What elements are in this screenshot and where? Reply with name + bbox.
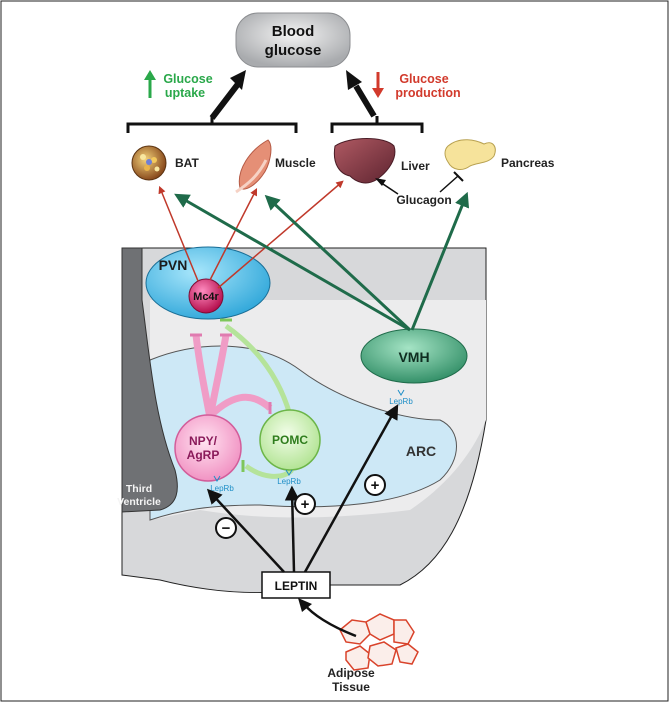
svg-text:+: + bbox=[371, 477, 380, 494]
leptin-arrows bbox=[206, 404, 399, 573]
mc4r-to-muscle-arrow bbox=[209, 187, 258, 281]
pomc-neuron: POMC bbox=[220, 318, 321, 479]
inhibition-bar-icon bbox=[453, 171, 464, 182]
mc4r-output-arrows bbox=[158, 180, 344, 289]
glucose-uptake-annotation: Glucose uptake bbox=[144, 70, 213, 100]
up-arrow-icon bbox=[144, 70, 156, 80]
pancreas-icon bbox=[444, 139, 496, 170]
glucose-production-annotation: Glucose production bbox=[372, 72, 461, 100]
svg-text:+: + bbox=[301, 496, 310, 513]
bat-icon bbox=[131, 145, 167, 181]
mc4r-label: Mc4r bbox=[193, 291, 219, 303]
glucose-production-label-2: production bbox=[395, 86, 460, 100]
glucagon-label: Glucagon bbox=[396, 193, 451, 207]
vmh-leprb-label: LepRb bbox=[389, 397, 413, 406]
bracket-left bbox=[126, 70, 298, 133]
bat-label: BAT bbox=[175, 156, 199, 170]
leptin-to-npy-arrow bbox=[206, 488, 285, 573]
mc4r-to-liver-arrow bbox=[217, 180, 344, 289]
leptin-label: LEPTIN bbox=[275, 579, 318, 593]
liver-label: Liver bbox=[401, 159, 430, 173]
blood-glucose-label-1: Blood bbox=[272, 23, 315, 40]
thick-arrow-icon bbox=[346, 70, 362, 90]
bracket-right bbox=[330, 70, 424, 133]
glucose-production-label-1: Glucose bbox=[399, 72, 448, 86]
leptin-box: LEPTIN bbox=[261, 571, 331, 599]
vmh-label: VMH bbox=[398, 349, 429, 365]
blood-glucose-label-2: glucose bbox=[265, 42, 322, 59]
npy-leprb-label: LepRb bbox=[210, 484, 234, 493]
pomc-leprb-label: LepRb bbox=[277, 477, 301, 486]
npy-label-1: NPY/ bbox=[189, 434, 218, 448]
svg-text:−: − bbox=[222, 520, 231, 537]
liver-icon bbox=[333, 138, 396, 184]
third-ventricle-label-2: Ventricle bbox=[117, 496, 161, 508]
adipose-label-1: Adipose bbox=[327, 666, 375, 680]
npy-agrp-neuron: NPY/ AgRP bbox=[174, 333, 273, 482]
third-ventricle bbox=[121, 247, 178, 513]
mc4r-to-bat-arrow bbox=[158, 185, 199, 282]
glucose-uptake-label-1: Glucose bbox=[163, 72, 212, 86]
muscle-icon bbox=[235, 139, 272, 194]
adipose-tissue-icon bbox=[339, 613, 419, 671]
blood-glucose-node: Blood glucose bbox=[235, 12, 351, 68]
muscle-label: Muscle bbox=[275, 156, 316, 170]
pancreas-inhibition-line bbox=[439, 175, 459, 193]
pvn-label: PVN bbox=[159, 257, 188, 273]
vmh-nucleus: VMH bbox=[360, 328, 468, 384]
arc-label: ARC bbox=[406, 443, 436, 459]
vmh-to-pancreas-arrow bbox=[410, 191, 470, 331]
glucose-uptake-label-2: uptake bbox=[165, 86, 205, 100]
plus-sign-icon: + bbox=[364, 474, 386, 496]
down-arrow-icon bbox=[372, 88, 384, 98]
vmh-output-arrows bbox=[174, 191, 470, 332]
mc4r-neuron: Mc4r bbox=[188, 278, 224, 314]
pancreas-label: Pancreas bbox=[501, 156, 555, 170]
leptin-to-pomc-arrow bbox=[284, 485, 300, 573]
third-ventricle-label-1: Third bbox=[126, 483, 152, 495]
vmh-to-bat-arrow bbox=[174, 193, 411, 332]
leptin-to-vmh-arrow bbox=[303, 404, 399, 573]
vmh-to-muscle-arrow bbox=[264, 194, 412, 332]
npy-label-2: AgRP bbox=[187, 448, 220, 462]
arrowhead-icon bbox=[375, 178, 386, 186]
adipose-label-2: Tissue bbox=[332, 680, 370, 694]
thick-arrow-icon bbox=[230, 70, 246, 90]
arrowhead-icon bbox=[298, 598, 312, 612]
pomc-label: POMC bbox=[272, 433, 308, 447]
receptor-icons bbox=[213, 389, 405, 482]
plus-sign-icon: + bbox=[294, 493, 316, 515]
minus-sign-icon: − bbox=[215, 517, 237, 539]
